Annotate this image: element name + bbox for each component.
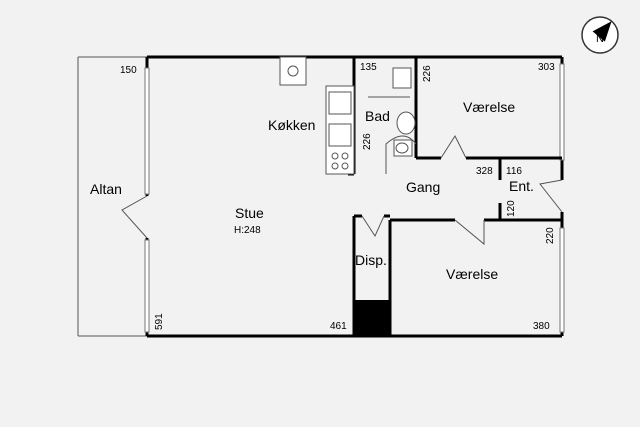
dimension-label: 380 bbox=[533, 321, 550, 332]
dimension-label: 220 bbox=[545, 227, 556, 244]
compass-letter: N bbox=[596, 33, 604, 45]
dimension-label: 591 bbox=[154, 313, 165, 330]
room-label-kokken: Køkken bbox=[268, 117, 315, 133]
room-label-gang: Gang bbox=[406, 179, 440, 195]
dimension-label: 461 bbox=[330, 321, 347, 332]
windows bbox=[144, 63, 565, 333]
room-label-disp: Disp. bbox=[355, 252, 387, 268]
room-label-vaerelse-top: Værelse bbox=[463, 99, 515, 115]
room-label-stue: Stue bbox=[235, 205, 264, 221]
dimension-label: 226 bbox=[362, 133, 373, 150]
storage-block bbox=[355, 300, 389, 336]
kitchen-fixtures bbox=[279, 56, 355, 175]
bath-fixtures bbox=[368, 67, 416, 157]
balcony-outline bbox=[77, 56, 147, 337]
room-label-altan: Altan bbox=[90, 181, 122, 197]
door-swings bbox=[121, 134, 563, 246]
interior-walls bbox=[348, 57, 562, 336]
room-label-vaerelse-bottom: Værelse bbox=[446, 266, 498, 282]
dimension-label: 328 bbox=[476, 166, 493, 177]
dimension-label: 303 bbox=[538, 62, 555, 73]
room-label-entre: Ent. bbox=[509, 178, 534, 194]
dimension-label: 135 bbox=[360, 62, 377, 73]
dimension-label: 226 bbox=[422, 65, 433, 82]
dimension-label: 116 bbox=[506, 166, 522, 177]
room-height-stue: H:248 bbox=[234, 225, 261, 236]
dimension-label: 150 bbox=[120, 65, 137, 76]
room-label-bad: Bad bbox=[365, 108, 390, 124]
compass-north-icon: N bbox=[581, 16, 619, 54]
dimension-label: 120 bbox=[506, 200, 517, 217]
